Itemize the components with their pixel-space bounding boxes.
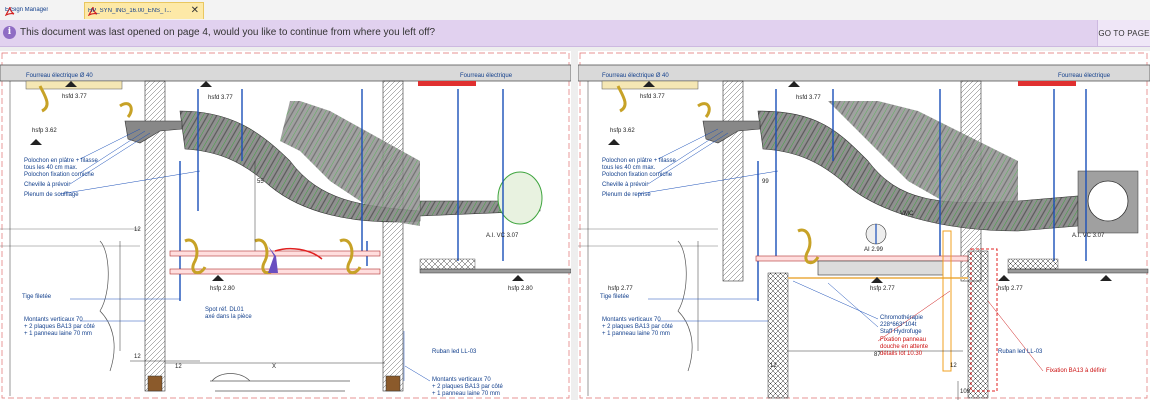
label-ai-299: AI 2.99 <box>864 247 884 253</box>
label-montants-b2: + 2 plaques BA13 par côté <box>432 384 503 390</box>
label-hsfp-280: hsfp 2.80 <box>210 286 235 292</box>
label-dim-55: 55 <box>257 179 264 185</box>
label-fixation-2: douche en attente <box>880 344 929 350</box>
label-montants-2: + 2 plaques BA13 par côté <box>24 324 95 330</box>
label-fourreau-40: Fourreau électrique Ø 40 <box>602 73 669 79</box>
label-spot-2: axé dans la pièce <box>205 314 252 320</box>
label-cheville: Cheville à prévoir <box>24 182 71 188</box>
label-montants-b3: + 1 panneau laine 70 mm <box>432 391 500 397</box>
label-hsfd-2: hsfd 3.77 <box>208 95 233 101</box>
label-dim-12-2: 12 <box>950 363 957 369</box>
label-hsfp-277-2: hsfp 2.77 <box>870 286 895 292</box>
label-polochon: Polochon en plâtre + filasse <box>24 158 98 164</box>
label-dim-12-3: 12 <box>175 364 182 370</box>
label-hsfp-277-3: hsfp 2.77 <box>998 286 1023 292</box>
label-montants-3: + 1 panneau laine 70 mm <box>602 331 670 337</box>
label-dim-109: 109 <box>960 389 971 395</box>
label-montants-3: + 1 panneau laine 70 mm <box>24 331 92 337</box>
label-staff: Staff Hydrofuge <box>880 329 922 335</box>
label-tige: Tige filetée <box>600 294 630 300</box>
label-ruban: Ruban led LL-03 <box>998 349 1043 355</box>
label-polochon-2: Polochon fixation corniche <box>602 172 673 178</box>
info-icon: i <box>3 26 16 39</box>
label-hsfp-277: hsfp 2.77 <box>608 286 633 292</box>
label-dim-87: 87 <box>874 352 881 358</box>
label-fourreau: Fourreau électrique <box>460 73 513 79</box>
label-plenum: Plenum de soufflage <box>24 192 79 198</box>
resume-banner: i This document was last opened on page … <box>0 20 1150 47</box>
label-tige: Tige filetée <box>22 294 52 300</box>
label-avc: A.I. VC 3.07 <box>486 233 519 239</box>
label-chromo: Chromothérapie <box>880 315 924 321</box>
label-polochon-2: Polochon fixation corniche <box>24 172 95 178</box>
go-to-page-button[interactable]: GO TO PAGE <box>1097 20 1150 46</box>
page-left: Fourreau électrique Ø 40 Fourreau électr… <box>0 51 571 400</box>
banner-message: This document was last opened on page 4,… <box>20 27 436 38</box>
label-ruban: Ruban led LL-03 <box>432 349 477 355</box>
drawing-left <box>0 52 571 399</box>
label-montants-b: Montants verticaux 70 <box>432 377 491 383</box>
label-dim-x: X <box>272 364 277 370</box>
pdf-icon <box>4 6 15 16</box>
label-fixation: Fixation panneau <box>880 337 927 343</box>
label-polochon: Polochon en plâtre + filasse <box>602 158 676 164</box>
label-avc: A.I. VC 3.07 <box>1072 233 1105 239</box>
label-hsfd: hsfd 3.77 <box>640 94 665 100</box>
label-fixation-ba13: Fixation BA13 à définir <box>1046 368 1107 374</box>
tab-esign-manager[interactable]: E-Sign Manager <box>2 2 82 19</box>
page-right: Fourreau électrique Ø 40 Fourreau électr… <box>578 51 1150 400</box>
label-hsfd-2: hsfd 3.77 <box>796 95 821 101</box>
label-fourreau: Fourreau électrique <box>1058 73 1111 79</box>
label-hsfd: hsfd 3.77 <box>62 94 87 100</box>
close-icon[interactable]: ✕ <box>190 5 199 16</box>
label-fourreau-40: Fourreau électrique Ø 40 <box>26 73 93 79</box>
label-chromo-2: 228*663*104t <box>880 322 917 328</box>
label-hsfp: hsfp 3.62 <box>610 128 635 134</box>
label-montants: Montants verticaux 70 <box>24 317 83 323</box>
label-plenum: Plenum de reprise <box>602 192 651 198</box>
tab-document[interactable]: HP_SYN_ING_16.00_ENS_T... ✕ <box>84 2 204 19</box>
drawing-right <box>578 52 1150 400</box>
label-hsfp: hsfp 3.62 <box>32 128 57 134</box>
label-dim-12: 12 <box>770 363 777 369</box>
label-cheville: Cheville à prévoir <box>602 182 649 188</box>
label-dim-12-2: 12 <box>134 354 141 360</box>
label-hsfp-280-2: hsfp 2.80 <box>508 286 533 292</box>
label-fixation-3: détails lot 10.30 <box>880 351 923 357</box>
label-polochon-b: tous les 40 cm max. <box>602 165 656 171</box>
label-montants-2: + 2 plaques BA13 par côté <box>602 324 673 330</box>
label-montants: Montants verticaux 70 <box>602 317 661 323</box>
label-spot: Spot réf. DL01 <box>205 307 244 313</box>
label-dim-99: 99 <box>762 179 769 185</box>
tab-bar: E-Sign Manager HP_SYN_ING_16.00_ENS_T...… <box>0 0 1150 21</box>
document-viewer[interactable]: Fourreau électrique Ø 40 Fourreau électr… <box>0 47 1150 400</box>
label-dim-12: 12 <box>134 227 141 233</box>
pdf-icon <box>87 6 98 17</box>
label-vmc: VMC <box>900 211 914 217</box>
label-polochon-b: tous les 40 cm max. <box>24 165 78 171</box>
